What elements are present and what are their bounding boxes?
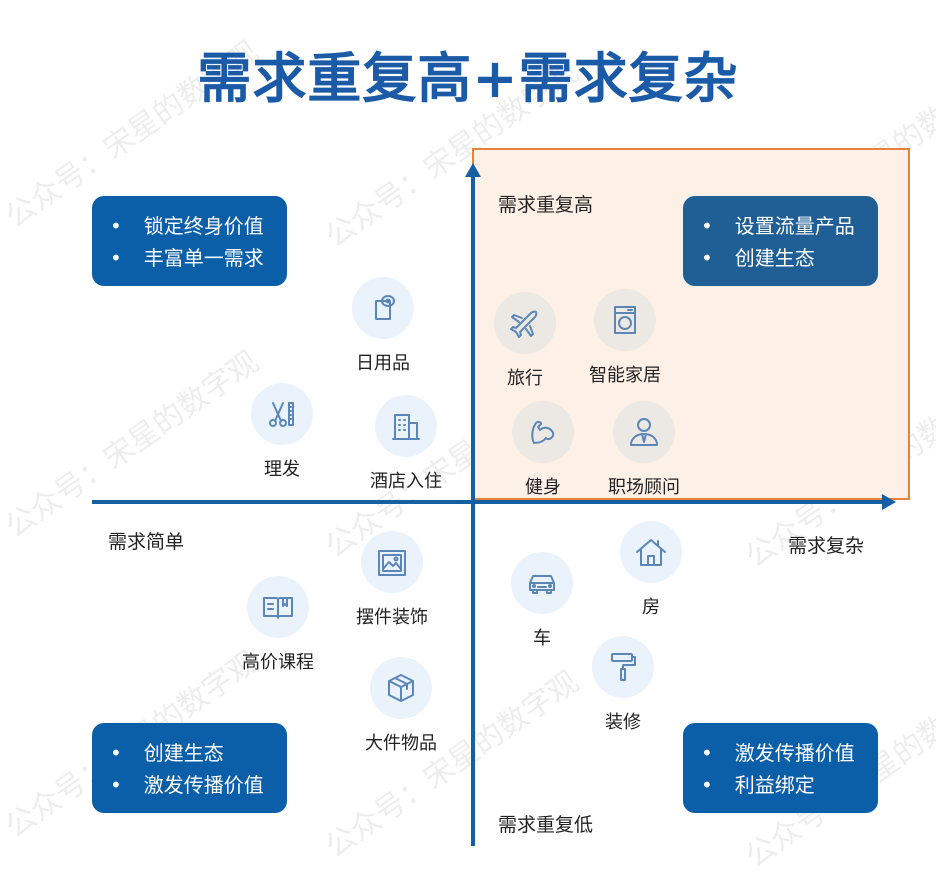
strategy-item: 创建生态 bbox=[110, 737, 287, 769]
strategy-box-bottom-left: 创建生态 激发传播价值 bbox=[92, 723, 287, 813]
item-label: 健身 bbox=[525, 477, 561, 498]
item-label: 旅行 bbox=[507, 368, 543, 389]
strategy-box-bottom-right: 激发传播价值 利益绑定 bbox=[683, 723, 878, 813]
item-haircut: 理发 bbox=[222, 383, 342, 481]
item-label: 酒店入住 bbox=[370, 471, 442, 492]
strategy-item: 激发传播价值 bbox=[701, 737, 878, 769]
car-icon bbox=[511, 552, 573, 614]
item-course: 高价课程 bbox=[218, 576, 338, 674]
axis-label-top: 需求重复高 bbox=[498, 194, 594, 216]
scissors-comb-icon bbox=[251, 383, 313, 445]
item-smarthome: 智能家居 bbox=[565, 289, 685, 387]
item-house: 房 bbox=[591, 521, 711, 619]
strategy-item: 创建生态 bbox=[701, 242, 878, 274]
item-label: 房 bbox=[642, 597, 660, 618]
item-fitness: 健身 bbox=[483, 401, 603, 499]
axis-label-left: 需求简单 bbox=[108, 531, 185, 553]
item-label: 大件物品 bbox=[365, 733, 437, 754]
item-daily: 日用品 bbox=[323, 277, 443, 375]
building-icon bbox=[375, 395, 437, 457]
house-icon bbox=[620, 521, 682, 583]
x-axis-arrow bbox=[882, 494, 896, 510]
strategy-item: 丰富单一需求 bbox=[110, 242, 287, 274]
strategy-item: 激发传播价值 bbox=[110, 769, 287, 801]
washing-machine-icon bbox=[594, 289, 656, 351]
strategy-box-top-left: 锁定终身价值 丰富单一需求 bbox=[92, 196, 287, 286]
item-label: 高价课程 bbox=[242, 652, 314, 673]
item-label: 职场顾问 bbox=[608, 477, 680, 498]
item-car: 车 bbox=[482, 552, 602, 650]
item-label: 日用品 bbox=[356, 353, 410, 374]
toilet-paper-icon bbox=[352, 277, 414, 339]
item-label: 智能家居 bbox=[589, 365, 661, 386]
item-label: 装修 bbox=[605, 712, 641, 733]
item-bulky: 大件物品 bbox=[341, 657, 461, 755]
strategy-item: 锁定终身价值 bbox=[110, 210, 287, 242]
item-travel: 旅行 bbox=[465, 292, 585, 390]
businessman-icon bbox=[613, 401, 675, 463]
item-career: 职场顾问 bbox=[584, 401, 704, 499]
strategy-box-top-right: 设置流量产品 创建生态 bbox=[683, 196, 878, 286]
strategy-item: 利益绑定 bbox=[701, 769, 878, 801]
item-label: 摆件装饰 bbox=[356, 607, 428, 628]
axis-label-bottom: 需求重复低 bbox=[498, 814, 594, 836]
y-axis bbox=[471, 176, 475, 846]
airplane-icon bbox=[494, 292, 556, 354]
item-decor: 摆件装饰 bbox=[332, 531, 452, 629]
picture-frame-icon bbox=[361, 531, 423, 593]
book-icon bbox=[247, 576, 309, 638]
paint-roller-icon bbox=[592, 636, 654, 698]
muscle-arm-icon bbox=[512, 401, 574, 463]
strategy-item: 设置流量产品 bbox=[701, 210, 878, 242]
y-axis-arrow bbox=[465, 163, 481, 177]
item-label: 车 bbox=[533, 628, 551, 649]
box-icon bbox=[370, 657, 432, 719]
page-title: 需求重复高+需求复杂 bbox=[197, 47, 739, 110]
item-renovation: 装修 bbox=[563, 636, 683, 734]
item-hotel: 酒店入住 bbox=[346, 395, 466, 493]
axis-label-right: 需求复杂 bbox=[788, 535, 865, 557]
item-label: 理发 bbox=[264, 459, 300, 480]
x-axis bbox=[92, 500, 887, 504]
